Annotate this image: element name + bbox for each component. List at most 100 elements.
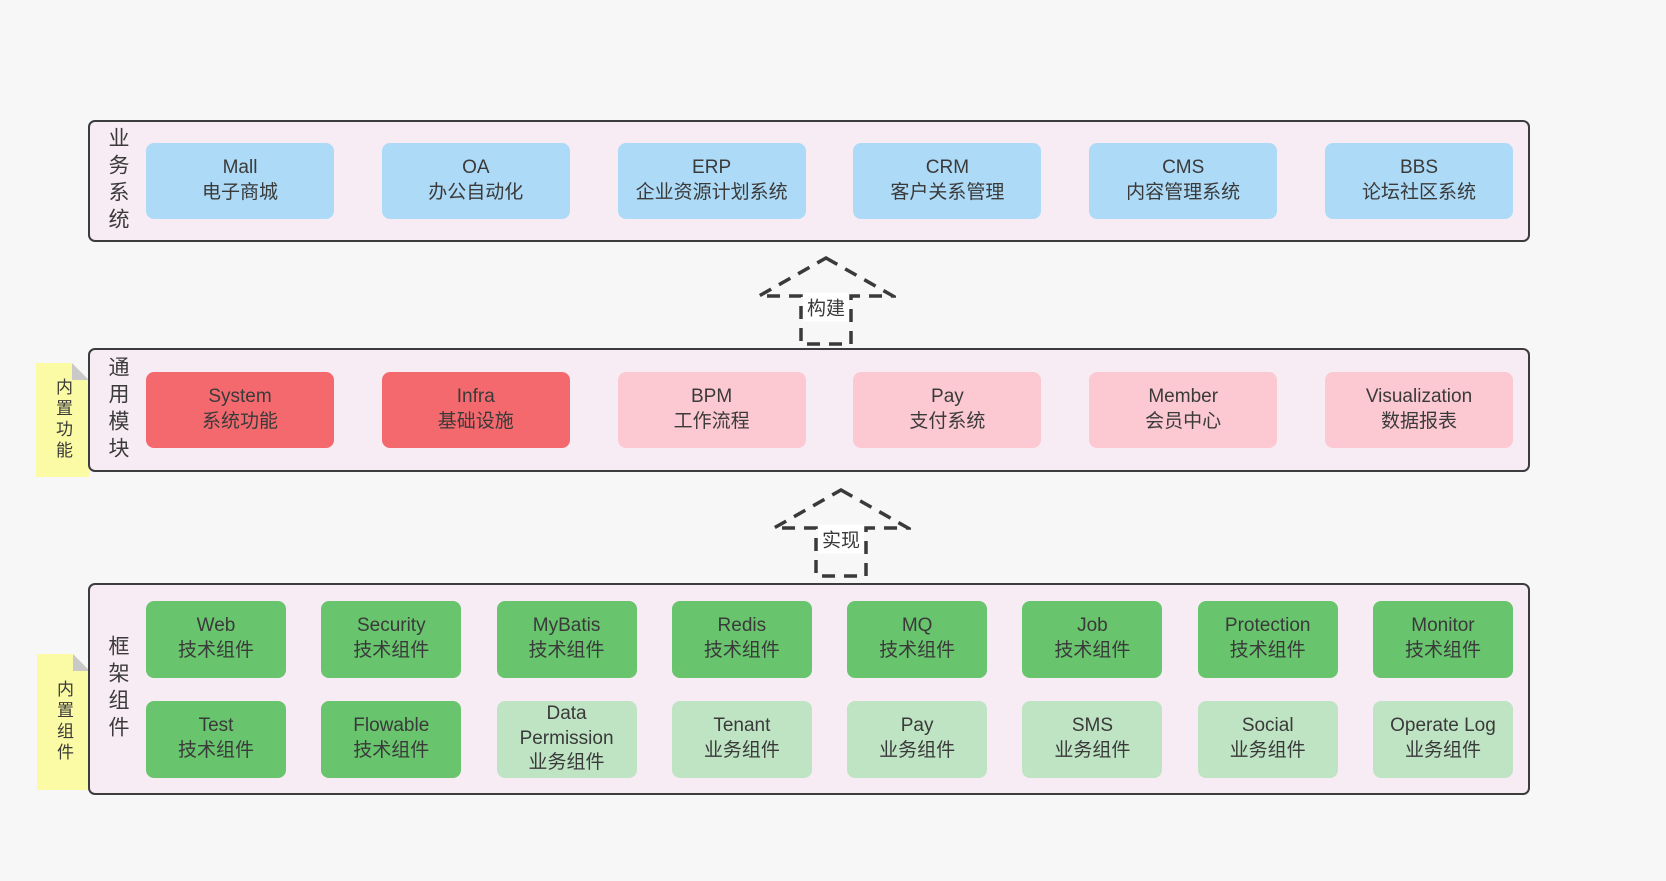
node-mybatis: MyBatis 技术组件 (496, 600, 637, 678)
node-subtitle: 办公自动化 (428, 182, 524, 203)
node-system: System 系统功能 (146, 372, 334, 448)
node-oa: OA 办公自动化 (381, 143, 570, 219)
node-subtitle: 技术组件 (353, 640, 430, 661)
node-row: System 系统功能 Infra 基础设施 BPM 工作流程 Pay 支付系统 Member 会… (146, 372, 1513, 448)
node-protection: Protection 技术组件 (1197, 600, 1338, 678)
node-redis: Redis 技术组件 (671, 600, 812, 678)
node-title: Flowable (353, 715, 430, 737)
node-subtitle: 支付系统 (909, 411, 986, 432)
node-title: Test (198, 715, 234, 737)
node-mq: MQ 技术组件 (847, 600, 988, 678)
node-subtitle: 技术组件 (1404, 640, 1481, 661)
node-subtitle: 系统功能 (201, 411, 278, 432)
node-title: Redis (717, 615, 767, 637)
sticky-note-label: 内置功能 (53, 378, 72, 462)
node-title: Social (1241, 715, 1294, 737)
node-title: Member (1148, 386, 1219, 408)
band-label-business-systems: 业务系统 (106, 127, 129, 235)
node-title: CMS (1162, 157, 1205, 179)
node-subtitle: 技术组件 (528, 640, 605, 661)
node-subtitle: 技术组件 (703, 640, 780, 661)
arrow-build: 构建 (756, 255, 896, 347)
node-subtitle: 业务组件 (528, 752, 605, 774)
band-label-framework-components: 框架组件 (106, 635, 129, 743)
node-title: Pay (931, 386, 964, 408)
node-subtitle: 电子商城 (201, 182, 278, 203)
node-title: Pay (900, 715, 934, 737)
node-title: Security (356, 615, 426, 637)
band-common-modules: 通用模块 System 系统功能 Infra 基础设施 BPM 工作流程 Pay 支付系统 Me… (88, 348, 1530, 472)
node-subtitle: 内容管理系统 (1126, 182, 1241, 203)
node-monitor: Monitor 技术组件 (1372, 600, 1513, 678)
sticky-note-built-in-features: 内置功能 (36, 363, 89, 477)
node-title: BBS (1399, 157, 1438, 179)
node-title: Monitor (1411, 615, 1475, 637)
node-title: MQ (901, 615, 933, 637)
node-title: System (208, 386, 272, 408)
node-subtitle: 工作流程 (673, 411, 750, 432)
node-mall: Mall 电子商城 (146, 143, 334, 219)
node-title: MyBatis (532, 615, 601, 637)
arrow-implement-label: 实现 (817, 524, 865, 554)
node-operate-log: Operate Log 业务组件 (1372, 700, 1513, 778)
node-erp: ERP 企业资源计划系统 (617, 143, 806, 219)
node-title: CRM (925, 157, 970, 179)
node-pay: Pay 支付系统 (853, 372, 1042, 448)
node-sms: SMS 业务组件 (1022, 700, 1163, 778)
node-subtitle: 技术组件 (879, 640, 956, 661)
node-title: SMS (1071, 715, 1113, 737)
node-title: Data Permission (519, 702, 614, 749)
sticky-note-label: 内置组件 (54, 680, 73, 764)
node-visualization: Visualization 数据报表 (1324, 372, 1513, 448)
node-title: Web (196, 615, 236, 637)
node-subtitle: 业务组件 (879, 740, 956, 761)
node-subtitle: 技术组件 (1229, 640, 1306, 661)
node-member: Member 会员中心 (1089, 372, 1278, 448)
node-job: Job 技术组件 (1022, 600, 1163, 678)
node-subtitle: 业务组件 (1229, 740, 1306, 761)
node-subtitle: 基础设施 (437, 411, 514, 432)
band-rows: System 系统功能 Infra 基础设施 BPM 工作流程 Pay 支付系统 Member 会… (146, 350, 1513, 470)
node-bpm: BPM 工作流程 (617, 372, 806, 448)
node-bbs: BBS 论坛社区系统 (1324, 143, 1513, 219)
node-title: ERP (692, 157, 732, 179)
node-title: Mall (222, 157, 258, 179)
node-title: Job (1077, 615, 1108, 637)
node-title: BPM (691, 386, 733, 408)
folded-corner-icon (72, 363, 89, 380)
band-label-common-modules: 通用模块 (106, 356, 129, 464)
node-subtitle: 会员中心 (1145, 411, 1222, 432)
node-title: OA (462, 157, 490, 179)
node-security: Security 技术组件 (321, 600, 462, 678)
node-infra: Infra 基础设施 (381, 372, 570, 448)
node-title: Protection (1224, 615, 1311, 637)
node-subtitle: 数据报表 (1380, 411, 1457, 432)
node-title: Infra (456, 386, 495, 408)
node-subtitle: 技术组件 (1054, 640, 1131, 661)
node-subtitle: 技术组件 (353, 740, 430, 761)
node-cms: CMS 内容管理系统 (1089, 143, 1278, 219)
node-data-permission: Data Permission 业务组件 (496, 700, 637, 778)
node-subtitle: 业务组件 (1054, 740, 1131, 761)
node-flowable: Flowable 技术组件 (321, 700, 462, 778)
node-subtitle: 论坛社区系统 (1361, 182, 1476, 203)
node-title: Visualization (1365, 386, 1473, 408)
node-subtitle: 业务组件 (1404, 740, 1481, 761)
arrow-implement: 实现 (771, 487, 911, 579)
node-title: Operate Log (1390, 715, 1496, 737)
node-subtitle: 企业资源计划系统 (635, 182, 788, 203)
arrow-build-label: 构建 (802, 292, 850, 322)
node-title: Tenant (713, 715, 771, 737)
